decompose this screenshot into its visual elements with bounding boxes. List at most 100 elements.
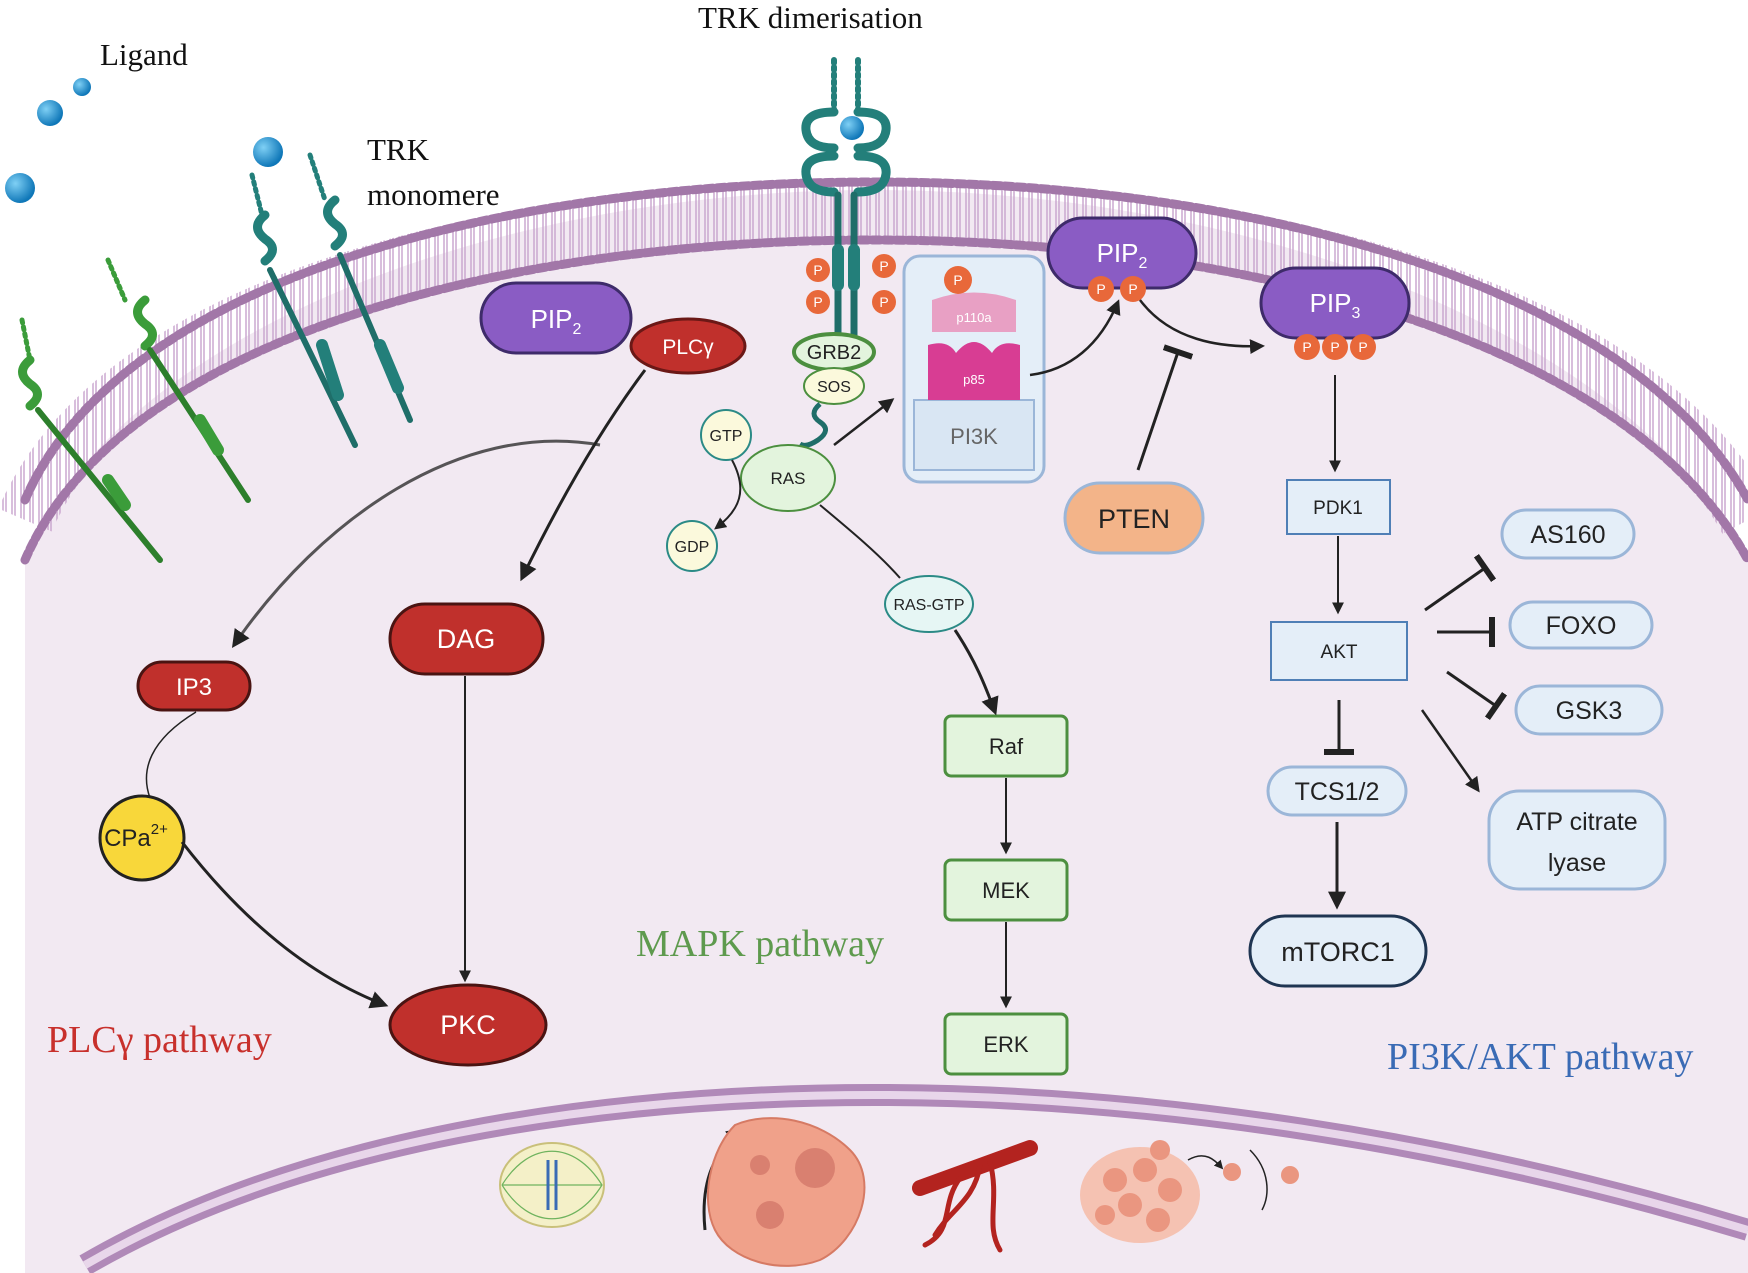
foxo-node: FOXO xyxy=(1508,600,1654,650)
membrane-inner-heads xyxy=(20,235,1748,565)
metastasis-icon xyxy=(1080,1140,1299,1243)
trk-monomer-4 xyxy=(307,152,413,423)
trk-dimer xyxy=(801,57,891,339)
svg-text:DAG: DAG xyxy=(437,624,496,654)
svg-text:PDK1: PDK1 xyxy=(1313,498,1363,519)
trk-dimerisation-label: TRK dimerisation xyxy=(698,0,923,35)
pdk1-node: PDK1 xyxy=(1286,479,1391,535)
erk-node: ERK xyxy=(943,1012,1069,1076)
sos-linker xyxy=(798,402,828,448)
svg-text:Raf: Raf xyxy=(989,734,1024,759)
edge-pten-inhibits xyxy=(1136,344,1194,471)
edge-pi3k-to-pip2 xyxy=(1029,299,1121,377)
svg-text:P: P xyxy=(1302,339,1311,355)
edge-ip3-to-cpa xyxy=(145,711,197,799)
atp-citrate-lyase-node: ATP citrate lyase xyxy=(1487,789,1667,891)
svg-text:PIP2: PIP2 xyxy=(531,304,582,338)
svg-text:RAS-GTP: RAS-GTP xyxy=(893,597,964,614)
svg-text:GRB2: GRB2 xyxy=(807,342,861,364)
svg-text:GTP: GTP xyxy=(710,428,743,445)
edge-ras-to-pi3k xyxy=(833,398,895,446)
svg-text:P: P xyxy=(1358,339,1367,355)
trk-monomer-1 xyxy=(18,317,163,563)
svg-text:PIP3: PIP3 xyxy=(1310,288,1361,322)
membrane-tails xyxy=(0,180,1748,535)
svg-text:PLCγ: PLCγ xyxy=(662,336,714,359)
svg-text:PTEN: PTEN xyxy=(1098,504,1170,534)
svg-text:PI3K: PI3K xyxy=(950,424,998,449)
svg-text:lyase: lyase xyxy=(1548,849,1606,877)
svg-text:AKT: AKT xyxy=(1321,642,1358,663)
edge-ras-to-rasgtp xyxy=(819,504,901,579)
svg-text:P: P xyxy=(813,262,822,278)
ras-gtp-node: RAS-GTP xyxy=(884,575,974,633)
edge-plcg-to-dag xyxy=(520,369,647,582)
svg-text:PKC: PKC xyxy=(440,1010,496,1040)
svg-text:P: P xyxy=(1096,281,1105,297)
plcg-node: PLCγ xyxy=(629,317,747,375)
pi3k-complex: PI3K p110a p85 P xyxy=(902,254,1046,484)
edge-rasgtp-to-raf xyxy=(953,629,999,716)
akt-node: AKT xyxy=(1270,621,1408,681)
cpa-node: CPa2+ xyxy=(98,794,186,882)
gsk3-node: GSK3 xyxy=(1514,684,1664,736)
gdp-node: GDP xyxy=(666,520,718,572)
svg-text:mTORC1: mTORC1 xyxy=(1281,937,1395,967)
nuclear-membrane-inner xyxy=(82,1090,1748,1269)
edge-gtp-to-gdp xyxy=(714,459,742,530)
svg-text:SOS: SOS xyxy=(817,379,851,396)
svg-text:ATP citrate: ATP citrate xyxy=(1516,808,1637,836)
ras-node: RAS xyxy=(740,444,836,512)
svg-text:TCS1/2: TCS1/2 xyxy=(1295,778,1380,806)
plcg-pathway-label: PLCγ pathway xyxy=(47,1019,272,1061)
pkc-node: PKC xyxy=(388,983,548,1067)
mapk-pathway-label: MAPK pathway xyxy=(636,923,884,965)
grb2-node: GRB2 xyxy=(792,332,876,372)
gtp-node: GTP xyxy=(700,409,752,461)
edge-pip2-to-pip3 xyxy=(1139,299,1265,355)
svg-text:P: P xyxy=(1128,281,1137,297)
ip3-node: IP3 xyxy=(136,660,252,712)
dimer-phospho-group: P P P P xyxy=(806,254,896,314)
sos-node: SOS xyxy=(803,367,865,405)
svg-text:CPa2+: CPa2+ xyxy=(104,821,168,852)
edge-akt-inhibits-gsk3 xyxy=(1446,670,1508,721)
svg-text:P: P xyxy=(1330,339,1339,355)
svg-text:PIP2: PIP2 xyxy=(1097,238,1148,272)
as160-node: AS160 xyxy=(1500,508,1636,560)
svg-text:RAS: RAS xyxy=(771,469,806,488)
trk-monomer-3 xyxy=(249,172,358,448)
membrane-outer-heads xyxy=(20,177,1748,505)
tcs12-node: TCS1/2 xyxy=(1266,765,1408,817)
edge-akt-inhibits-as160 xyxy=(1424,553,1497,612)
angiogenesis-icon xyxy=(912,1140,1038,1253)
mtorc1-node: mTORC1 xyxy=(1248,914,1428,988)
pten-node: PTEN xyxy=(1063,481,1205,555)
ligand-label: Ligand xyxy=(100,37,188,72)
spindle-icon xyxy=(499,1142,605,1228)
svg-text:MEK: MEK xyxy=(982,878,1030,903)
edge-pip2-to-ip3 xyxy=(231,439,601,648)
svg-text:FOXO: FOXO xyxy=(1546,612,1617,640)
svg-text:AS160: AS160 xyxy=(1530,521,1605,549)
edge-akt-to-atp-citrate xyxy=(1420,709,1480,793)
dimer-ligand xyxy=(840,116,864,140)
pip3-node: PIP3 P P P xyxy=(1259,266,1411,360)
mek-node: MEK xyxy=(943,858,1069,922)
svg-text:P: P xyxy=(953,272,962,288)
tumor-growth-icon xyxy=(702,1117,866,1267)
pip2-right-node: PIP2 P P xyxy=(1046,216,1198,302)
svg-text:GDP: GDP xyxy=(675,539,710,556)
raf-node: Raf xyxy=(943,714,1069,778)
svg-text:P: P xyxy=(879,294,888,310)
pip2-left-node: PIP2 xyxy=(479,281,633,355)
pathway-edges xyxy=(145,299,1508,1009)
ligand-group xyxy=(5,78,283,203)
trk-monomere-label-2: monomere xyxy=(367,177,500,212)
svg-text:P: P xyxy=(813,294,822,310)
edge-cpa-to-pkc xyxy=(180,841,389,1009)
svg-text:P: P xyxy=(879,258,888,274)
svg-text:p85: p85 xyxy=(963,372,985,387)
svg-text:IP3: IP3 xyxy=(176,674,212,701)
